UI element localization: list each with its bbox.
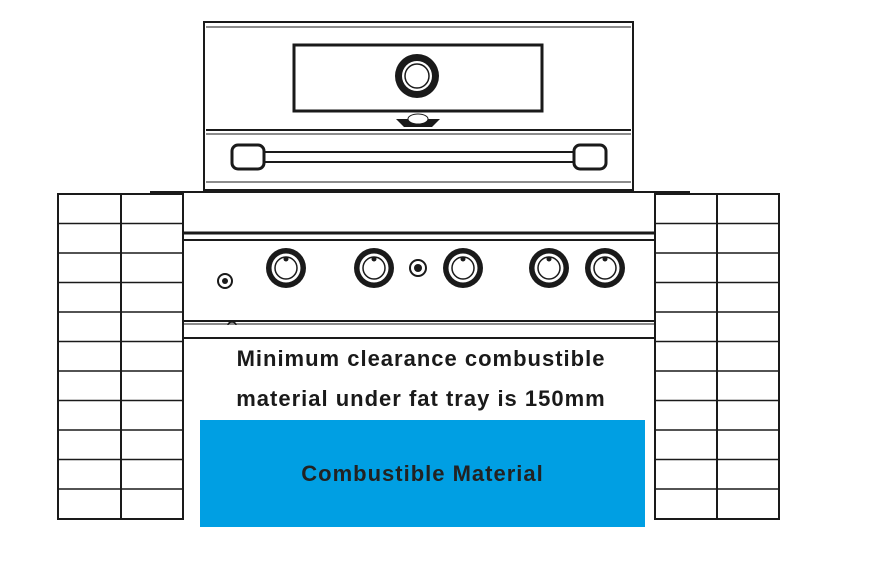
rear-burner-button-icon (409, 259, 427, 277)
burner-knob-icon (354, 248, 394, 288)
burner-knob-icon (529, 248, 569, 288)
brand-badge-icon (396, 113, 440, 127)
combustible-material-block (200, 420, 645, 527)
brick-pillar-right (654, 193, 780, 520)
combustible-material-label: Combustible Material (301, 460, 544, 486)
burner-knob-icon (266, 248, 306, 288)
ignition-button-icon (217, 273, 233, 289)
bbq-hood (203, 21, 634, 191)
clearance-caption-line2: material under fat tray is 150mm (236, 386, 606, 411)
temperature-gauge-icon (395, 54, 439, 98)
bbq-body (150, 191, 690, 340)
burner-knob-icon (443, 248, 483, 288)
clearance-caption-line1: Minimum clearance combustible (236, 346, 606, 371)
brick-pillar-left (57, 193, 184, 520)
hood-handle (230, 143, 608, 171)
control-panel (217, 248, 625, 289)
combustible-material-area: Combustible Material (200, 420, 645, 527)
burner-knob-icon (585, 248, 625, 288)
